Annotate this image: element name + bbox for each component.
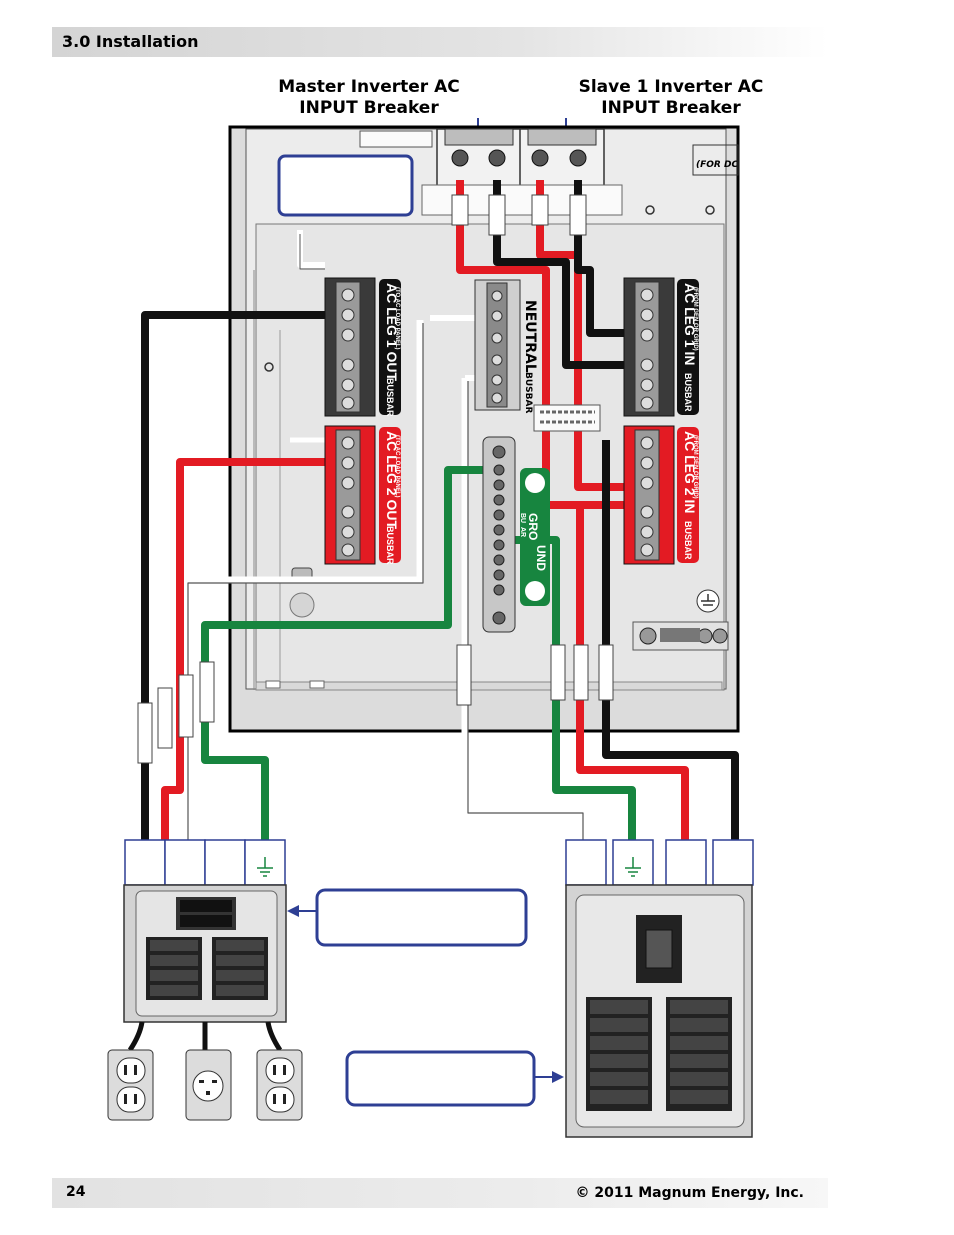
ac-leg2-out-label: AC LEG 2 OUT bbox=[384, 431, 400, 529]
main-panel-terminals bbox=[565, 839, 754, 886]
ac-leg1-out-busbar-label: BUSBAR bbox=[385, 378, 395, 417]
outlets bbox=[107, 1049, 303, 1121]
page-number: 24 bbox=[66, 1184, 86, 1200]
ac-leg1-out-busbar: AC LEG 1 OUT BUSBAR (TO AC LOAD PANEL) bbox=[324, 277, 401, 417]
slave-breaker-label-line2: INPUT Breaker bbox=[601, 98, 741, 118]
outlet-left bbox=[107, 1049, 154, 1121]
dc-ground-terminal bbox=[632, 589, 729, 651]
main-service-panel bbox=[565, 884, 753, 1138]
ground-symbol-icon bbox=[625, 857, 641, 877]
ac-leg1-in-busbar: AC LEG 1 IN BUSBAR (FROM GEN OR GRID) bbox=[623, 277, 699, 417]
master-breaker-label-line2: INPUT Breaker bbox=[299, 98, 439, 118]
ground-label-b: UND bbox=[534, 545, 548, 571]
callout-box-load-panel bbox=[287, 888, 528, 947]
ac-leg1-in-label: AC LEG 1 IN bbox=[682, 283, 698, 365]
slave-breaker-label: Slave 1 Inverter AC INPUT Breaker bbox=[556, 77, 786, 119]
master-breaker-label-line1: Master Inverter AC bbox=[278, 77, 460, 97]
for-dc-label: (FOR DC bbox=[696, 160, 738, 170]
outlet-center-240v bbox=[185, 1049, 232, 1121]
ac-leg2-out-sub-label: (TO AC LOAD PANEL) bbox=[394, 435, 400, 498]
internal-wires bbox=[141, 180, 739, 843]
ac-leg2-in-label: AC LEG 2 IN bbox=[682, 431, 698, 513]
ac-leg1-out-label: AC LEG 1 OUT bbox=[384, 283, 400, 381]
page-footer: 24 © 2011 Magnum Energy, Inc. bbox=[52, 1178, 828, 1208]
ground-label-a: GRO bbox=[526, 513, 540, 540]
callout-box-top bbox=[277, 154, 414, 217]
ground-label-d: AR bbox=[519, 527, 526, 537]
wire-sleeves bbox=[137, 194, 614, 764]
neutral-busbar: NEUTRAL BUSBAR bbox=[474, 279, 601, 432]
ac-leg2-in-sub-label: (FROM GEN OR GRID) bbox=[692, 435, 698, 499]
ac-leg2-in-busbar-label: BUSBAR bbox=[683, 521, 693, 560]
ac-leg2-out-busbar: AC LEG 2 OUT BUSBAR (TO AC LOAD PANEL) bbox=[324, 425, 401, 565]
neutral-busbar-label: BUSBAR bbox=[523, 372, 533, 413]
section-title: 3.0 Installation bbox=[62, 32, 199, 51]
section-header: 3.0 Installation bbox=[52, 27, 828, 57]
master-breaker-label: Master Inverter AC INPUT Breaker bbox=[254, 77, 484, 119]
ground-label-c: BU bbox=[519, 513, 526, 523]
ac-leg1-out-sub-label: (TO AC LOAD PANEL) bbox=[394, 287, 400, 350]
ac-leg2-out-busbar-label: BUSBAR bbox=[385, 526, 395, 565]
ac-leg1-in-sub-label: (FROM GEN OR GRID) bbox=[692, 287, 698, 351]
ground-busbar: GRO UND BU AR bbox=[482, 436, 550, 633]
ac-leg2-in-busbar: AC LEG 2 IN BUSBAR (FROM GEN OR GRID) bbox=[623, 425, 699, 565]
ac-leg1-in-busbar-label: BUSBAR bbox=[683, 373, 693, 412]
neutral-label: NEUTRAL bbox=[522, 300, 538, 373]
callout-box-main-panel bbox=[345, 1050, 564, 1107]
ground-symbol-icon bbox=[257, 857, 273, 877]
outlet-right bbox=[256, 1049, 303, 1121]
ac-load-panel-terminals bbox=[124, 839, 286, 886]
ac-load-panel bbox=[123, 884, 287, 1052]
slave-breaker-label-line1: Slave 1 Inverter AC bbox=[578, 77, 764, 97]
copyright: © 2011 Magnum Energy, Inc. bbox=[575, 1185, 804, 1201]
